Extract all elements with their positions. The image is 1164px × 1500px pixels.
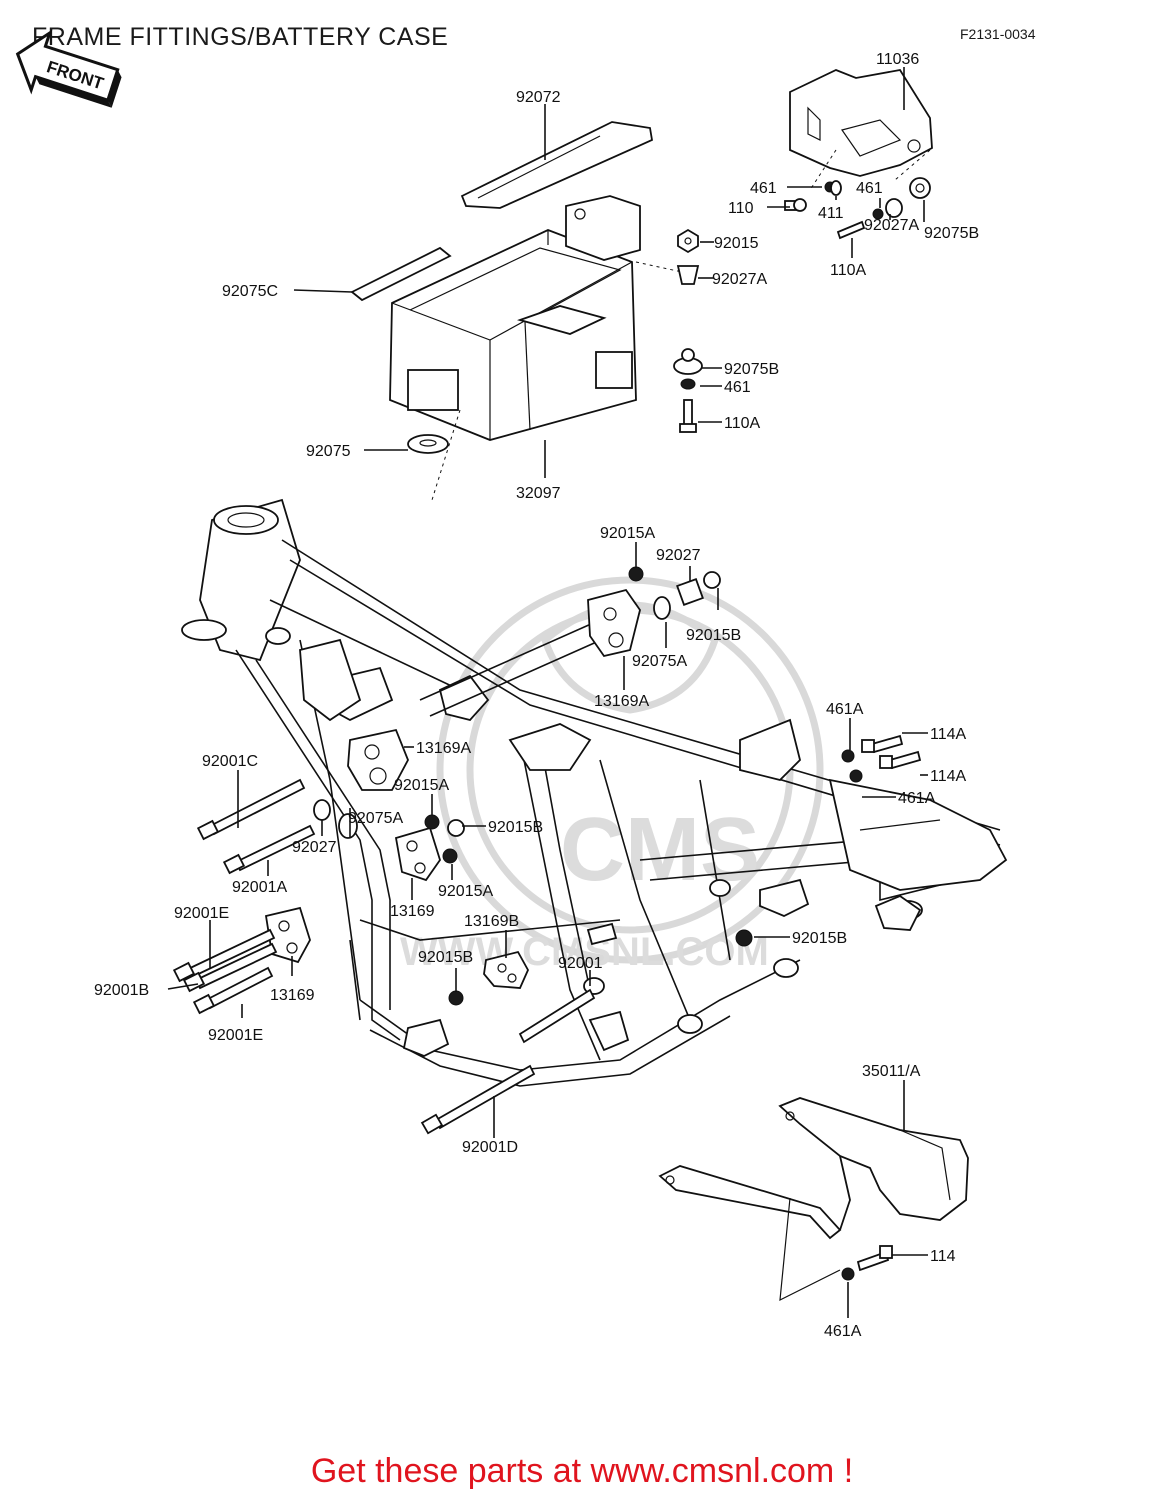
- battery-case-part: [389, 195, 683, 501]
- callout-92015b-c: 92015B: [792, 930, 847, 947]
- callout-13169a-a: 13169A: [594, 693, 649, 710]
- callout-114a-a: 114A: [930, 726, 967, 743]
- callout-110: 110: [728, 200, 754, 217]
- callout-11036: 11036: [876, 51, 919, 68]
- callout-411: 411: [818, 205, 844, 222]
- callout-110a-a: 110A: [830, 262, 867, 279]
- callout-92075c: 92075C: [222, 283, 278, 300]
- callout-92075a-b: 92075A: [348, 810, 403, 827]
- fasteners-top-right: [784, 177, 931, 240]
- callout-35011a: 35011/A: [862, 1063, 921, 1080]
- callout-92015b-d: 92015B: [418, 949, 473, 966]
- callout-92075a-a: 92075A: [632, 653, 687, 670]
- callout-461-a: 461: [750, 180, 777, 197]
- callout-92075b-b: 92075B: [724, 361, 779, 378]
- callout-92072: 92072: [516, 89, 561, 106]
- callout-110a-b: 110A: [724, 415, 761, 432]
- callout-92001c: 92001C: [202, 753, 258, 770]
- callout-92001a: 92001A: [232, 879, 287, 896]
- callout-13169-a: 13169: [390, 903, 435, 920]
- callout-13169-b: 13169: [270, 987, 315, 1004]
- mount-plate-13169: [264, 826, 441, 964]
- diagram-title: FRAME FITTINGS/BATTERY CASE: [32, 23, 448, 51]
- callout-92001d: 92001D: [462, 1139, 518, 1156]
- callout-92015a-a: 92015A: [600, 525, 655, 542]
- callout-461a-a: 461A: [826, 701, 864, 718]
- mount-plate-13169b: [483, 950, 530, 989]
- front-arrow-icon: FRONT: [15, 29, 122, 108]
- callout-114: 114: [930, 1248, 956, 1265]
- callout-461-b: 461: [856, 180, 883, 197]
- callout-114a-b: 114A: [930, 768, 967, 785]
- callout-92001: 92001: [558, 955, 603, 972]
- callout-461a-b: 461A: [898, 790, 936, 807]
- callout-92075: 92075: [306, 443, 351, 460]
- cushion-92075-part: [407, 434, 449, 454]
- mount-plate-13169a-lower: [347, 728, 409, 791]
- callout-92001b: 92001B: [94, 982, 149, 999]
- leader-lines: [167, 67, 928, 1318]
- callout-92001e-a: 92001E: [174, 905, 229, 922]
- callout-labels: 92072 11036 461 110 411 461 92075B 92027…: [94, 51, 979, 1340]
- callout-13169b: 13169B: [464, 913, 519, 930]
- callout-92001e-b: 92001E: [208, 1027, 263, 1044]
- callout-461-c: 461: [724, 379, 751, 396]
- callout-92027-a: 92027: [656, 547, 701, 564]
- bolts: [172, 734, 922, 1272]
- diagram-code: F2131-0034: [960, 26, 1036, 42]
- battery-strap-part: [460, 121, 654, 209]
- callout-92075b-a: 92075B: [924, 225, 979, 242]
- bracket-11036-part: [789, 69, 933, 191]
- callout-92027a-b: 92027A: [712, 271, 767, 288]
- frame-part: [181, 498, 1008, 1087]
- callout-92015a-b: 92015A: [394, 777, 449, 794]
- guard-35011a-part: [658, 1097, 969, 1302]
- callout-32097: 32097: [516, 485, 561, 502]
- fasteners-battery-case: [673, 228, 703, 433]
- callout-92027a-a: 92027A: [864, 217, 919, 234]
- callout-92015b-a: 92015B: [686, 627, 741, 644]
- callout-92015: 92015: [714, 235, 759, 252]
- cushion-92075c-part: [350, 246, 452, 302]
- footer-promo-link[interactable]: Get these parts at www.cmsnl.com !: [310, 1452, 854, 1490]
- callout-92015a-c: 92015A: [438, 883, 493, 900]
- callout-92027-b: 92027: [292, 839, 337, 856]
- callout-461a-c: 461A: [824, 1323, 862, 1340]
- mount-plate-13169a-upper: [587, 566, 721, 658]
- spacers-and-nuts: [313, 749, 863, 1281]
- callout-92015b-b: 92015B: [488, 819, 543, 836]
- callout-13169a-b: 13169A: [416, 740, 471, 757]
